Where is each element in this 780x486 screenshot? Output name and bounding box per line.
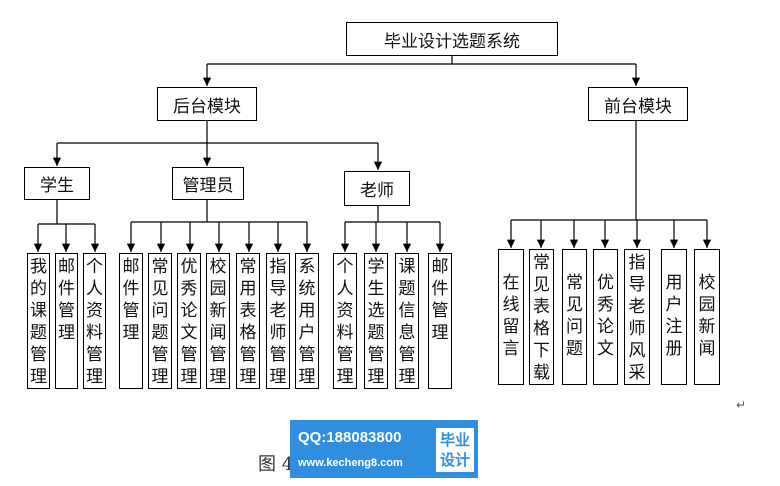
watermark-badge: 毕业 设计: [436, 428, 474, 472]
root-node: 毕业设计选题系统: [346, 22, 558, 56]
watermark-badge-line1: 毕业: [439, 431, 470, 449]
frontend-module-node: 前台模块: [588, 87, 688, 121]
leaf-faq-management: 常见问题管理: [148, 253, 172, 389]
backend-module-node: 后台模块: [157, 87, 257, 121]
watermark-qq: QQ:188083800: [298, 429, 402, 446]
leaf-faq: 常见问题: [562, 249, 587, 385]
admin-role-node: 管理员: [172, 167, 244, 200]
leaf-excellent-thesis-management: 优秀论文管理: [177, 253, 201, 389]
leaf-advisor-profile: 指导老师风采: [624, 249, 650, 385]
leaf-user-registration: 用户注册: [661, 249, 687, 385]
leaf-teacher-mail-management: 邮件管理: [428, 253, 452, 389]
leaf-system-user-management: 系统用户管理: [295, 253, 319, 389]
leaf-my-topic-management: 我的课题管理: [27, 253, 50, 389]
watermark-badge-line2: 设计: [439, 451, 470, 469]
leaf-student-profile-management: 个人资料管理: [83, 253, 106, 389]
leaf-teacher-profile-management: 个人资料管理: [333, 253, 357, 389]
leaf-student-mail-management: 邮件管理: [55, 253, 78, 389]
leaf-student-topic-selection-management: 学生选题管理: [364, 253, 388, 389]
leaf-common-forms-download: 常见表格下载: [529, 249, 554, 385]
teacher-role-node: 老师: [344, 171, 410, 206]
leaf-online-message: 在线留言: [498, 249, 524, 385]
leaf-topic-info-management: 课题信息管理: [395, 253, 419, 389]
leaf-admin-mail-management: 邮件管理: [119, 253, 143, 389]
watermark-url: www.kecheng8.com: [298, 457, 403, 469]
leaf-campus-news: 校园新闻: [694, 249, 720, 385]
leaf-advisor-management: 指导老师管理: [266, 253, 290, 389]
figure-caption: 图 4: [258, 454, 294, 475]
paragraph-mark: ↵: [736, 398, 747, 412]
leaf-campus-news-management: 校园新闻管理: [206, 253, 230, 389]
leaf-excellent-thesis: 优秀论文: [593, 249, 618, 385]
student-role-node: 学生: [24, 167, 90, 200]
leaf-common-forms-management: 常用表格管理: [236, 253, 260, 389]
watermark-banner: QQ:188083800 www.kecheng8.com 毕业 设计: [290, 420, 478, 478]
